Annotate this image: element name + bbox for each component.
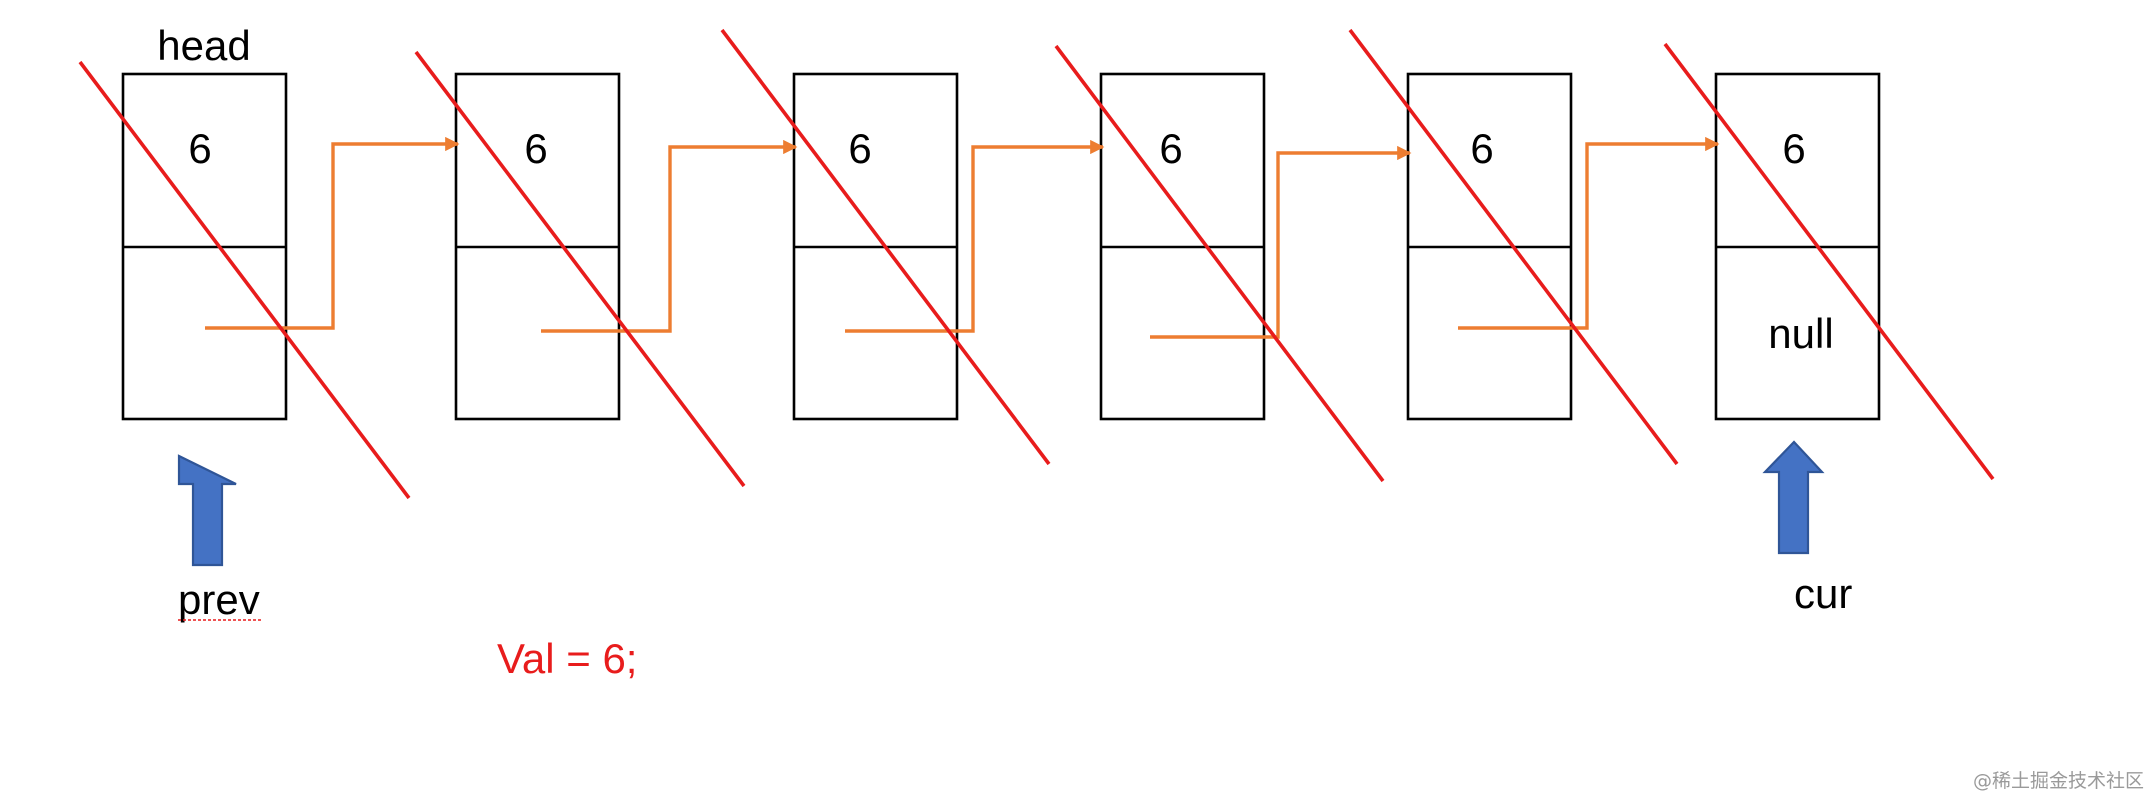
orange-arrow-icon [1150,145,1412,339]
cur-label: cur [1794,570,1852,617]
node-1: 6 [454,72,621,421]
red-strike-line [1663,42,1995,481]
watermark: @稀土掘金技术社区 [1973,770,2144,792]
node-value: 6 [188,125,211,172]
node-next: null [1768,310,1833,357]
orange-arrow-icon [1458,136,1720,330]
node-value: 6 [1782,125,1805,172]
orange-arrow-icon [845,139,1105,333]
strike-lines [78,28,1995,500]
red-strike-line [414,50,746,488]
node-value: 6 [1159,125,1182,172]
red-strike-line [1054,44,1385,483]
node-value: 6 [1470,125,1493,172]
orange-arrow-icon [205,136,460,330]
blue-up-arrow-icon [1762,440,1825,555]
next-links [205,136,1720,339]
blue-up-arrow-icon [177,454,237,567]
orange-arrow-icon [541,139,798,333]
red-strike-line [720,28,1051,466]
head-label: head [157,22,250,69]
node-0: 6 [121,72,288,421]
red-strike-line [1348,28,1679,466]
val-label: Val = 6; [497,635,637,682]
node-3: 6 [1099,72,1266,421]
red-strike-line [78,60,411,500]
node-value: 6 [524,125,547,172]
node-5: 6 null [1714,72,1881,421]
node-value: 6 [848,125,871,172]
node-4: 6 [1406,72,1573,421]
prev-label: prev [178,576,260,623]
node-2: 6 [792,72,959,421]
